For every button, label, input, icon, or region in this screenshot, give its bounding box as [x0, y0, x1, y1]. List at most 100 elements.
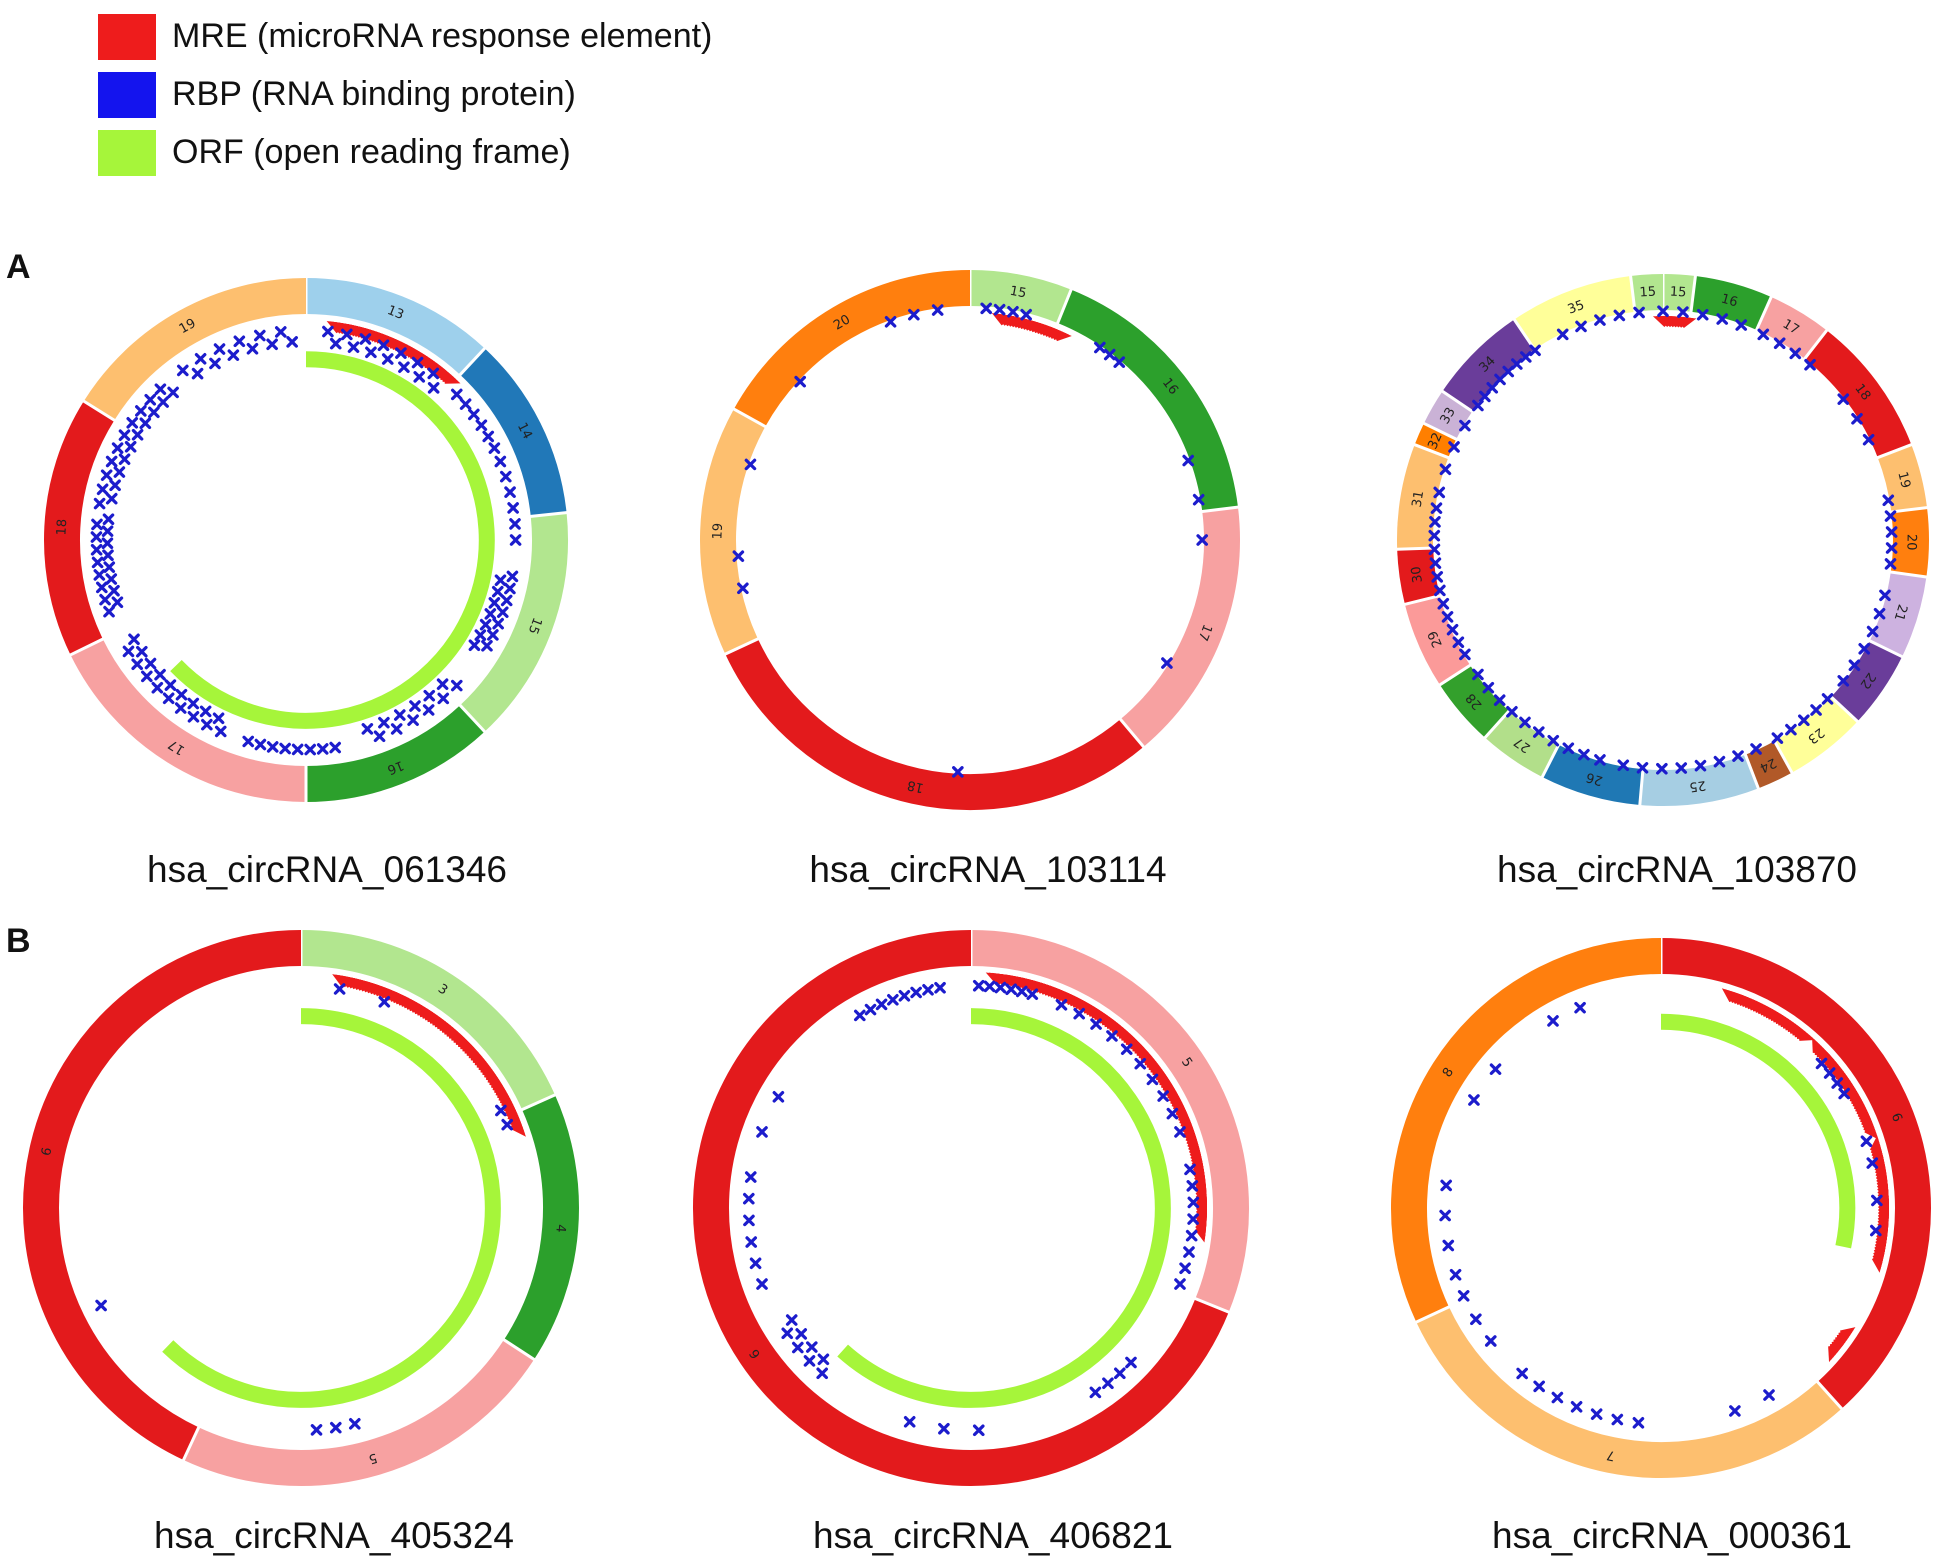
rbp-marker — [126, 416, 139, 429]
rbp-marker — [1798, 714, 1810, 727]
rbp-marker — [1457, 1290, 1470, 1302]
rbp-marker — [732, 550, 745, 562]
exon-separator — [1118, 717, 1146, 749]
rbp-marker — [1429, 516, 1441, 528]
rbp-marker — [1429, 557, 1442, 569]
rbp-marker — [1675, 762, 1688, 774]
rbp-marker — [1837, 393, 1850, 405]
exon-label: 21 — [1891, 602, 1910, 622]
panel-letter-b: B — [6, 922, 31, 960]
rbp-marker — [122, 645, 135, 658]
exon-separator — [1438, 663, 1472, 687]
rbp-marker — [175, 688, 188, 701]
caption-406821: hsa_circRNA_406821 — [813, 1515, 1173, 1556]
rbp-marker — [409, 700, 421, 712]
rbp-marker — [459, 398, 472, 410]
mre-marker — [1828, 1344, 1844, 1363]
rbp-marker — [316, 743, 329, 755]
rbp-marker — [108, 584, 120, 597]
rbp-marker — [864, 1003, 877, 1016]
rbp-marker — [1885, 542, 1898, 554]
rbp-marker — [151, 681, 164, 694]
rbp-marker — [1771, 732, 1784, 744]
rbp-marker — [484, 608, 497, 620]
rbp-marker — [105, 573, 118, 585]
rbp-marker — [254, 329, 266, 342]
rbp-marker — [1570, 1401, 1583, 1413]
rbp-marker — [1026, 988, 1039, 1001]
rbp-marker — [1113, 356, 1126, 368]
exon-segment — [1804, 330, 1912, 458]
rbp-marker — [1532, 726, 1545, 738]
exon-label: 16 — [1719, 292, 1739, 311]
legend-swatch-orf — [98, 130, 156, 176]
rbp-marker — [1120, 1043, 1133, 1056]
rbp-marker — [136, 645, 148, 658]
rbp-marker — [194, 353, 207, 365]
rbp-marker — [1459, 419, 1471, 432]
exon-label: 18 — [906, 777, 925, 795]
rbp-marker — [1157, 1090, 1169, 1102]
rbp-marker — [1439, 463, 1452, 476]
rbp-marker — [479, 618, 492, 631]
rbp-marker — [972, 979, 985, 992]
mre-marker — [443, 368, 461, 384]
exon-segment — [1660, 938, 1931, 1409]
rbp-marker — [103, 561, 116, 573]
exon-segment — [969, 270, 1072, 324]
rbp-marker — [333, 983, 346, 995]
mre-marker — [1673, 316, 1697, 329]
rbp-marker — [199, 705, 212, 718]
rbp-marker — [341, 328, 353, 341]
rbp-marker — [1089, 1386, 1102, 1399]
exon-segment — [1890, 507, 1929, 578]
exon-separator — [1815, 1380, 1844, 1411]
rbp-marker — [494, 574, 507, 587]
rbp-marker — [131, 658, 143, 671]
rbp-marker — [212, 712, 225, 725]
exon-segment — [1391, 938, 1662, 1323]
rbp-marker — [1574, 1001, 1586, 1014]
rbp-marker — [111, 596, 124, 609]
rbp-marker — [745, 1236, 758, 1248]
rbp-marker — [781, 1327, 794, 1340]
rbp-marker — [291, 743, 304, 756]
rbp-marker — [1020, 308, 1032, 321]
rbp-marker — [1716, 313, 1729, 325]
rbp-marker — [1441, 611, 1454, 623]
rbp-marker — [931, 304, 944, 316]
rbp-marker — [509, 518, 521, 530]
rbp-marker — [93, 569, 106, 581]
mre-marker — [1871, 1250, 1886, 1273]
exon-label: 15 — [525, 615, 545, 636]
rbp-marker — [1562, 742, 1575, 755]
rbp-marker — [1102, 1377, 1114, 1390]
exon-label: 14 — [514, 420, 535, 442]
rbp-marker — [378, 716, 390, 729]
rbp-marker — [742, 1192, 755, 1205]
rbp-marker — [744, 1171, 757, 1183]
rbp-marker — [1735, 319, 1748, 331]
rbp-marker — [407, 714, 419, 726]
exon-separator — [1440, 389, 1474, 414]
legend-label-rbp: RBP (RNA binding protein) — [172, 75, 576, 113]
rbp-marker — [1452, 636, 1465, 649]
rbp-marker — [1773, 337, 1786, 350]
rbp-marker — [1482, 681, 1495, 694]
rbp-marker — [1871, 1194, 1883, 1207]
exon-separator — [502, 1338, 536, 1362]
rbp-marker — [1106, 1030, 1118, 1042]
rbp-marker — [1810, 704, 1822, 716]
caption-103114: hsa_circRNA_103114 — [809, 849, 1166, 890]
exon-segment — [23, 930, 302, 1460]
rbp-marker — [908, 308, 920, 321]
legend-label-orf: ORF (open reading frame) — [172, 133, 571, 171]
rbp-marker — [361, 723, 374, 735]
rbp-marker — [488, 597, 501, 609]
rbp-marker — [1729, 1405, 1741, 1417]
rbp-marker — [1516, 1367, 1528, 1380]
rbp-marker — [749, 1257, 762, 1270]
exon-separator — [1193, 1296, 1231, 1314]
